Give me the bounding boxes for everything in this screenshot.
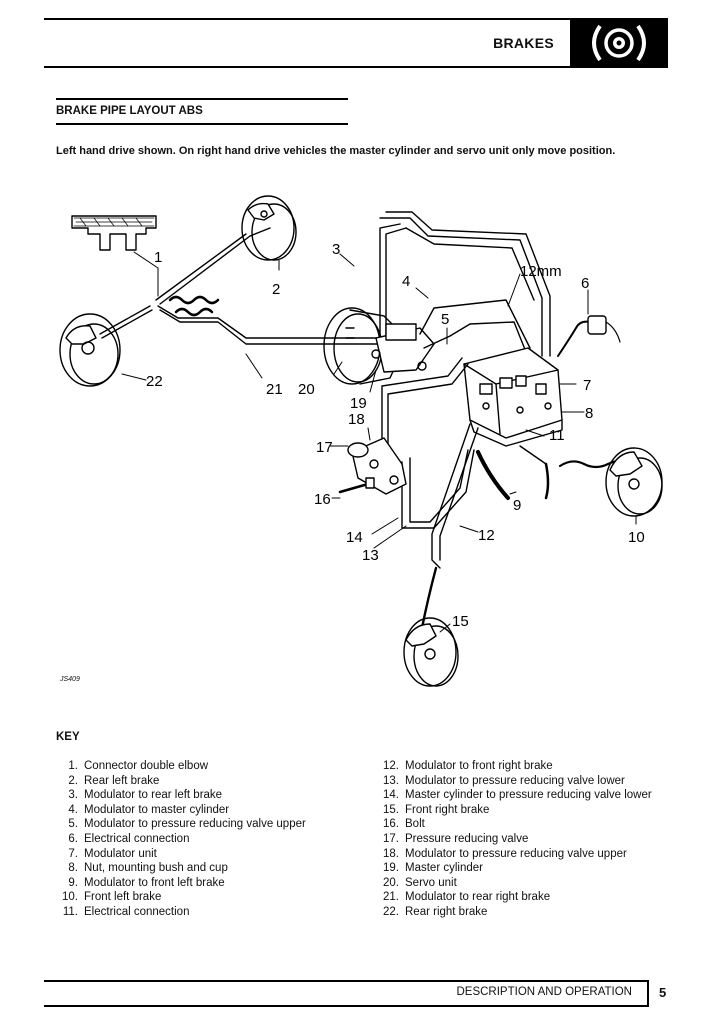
key-item: 18.Modulator to pressure reducing valve … <box>383 847 627 860</box>
footer-top-rule <box>44 980 648 982</box>
section-rule-top <box>56 98 348 100</box>
callout-4: 4 <box>402 273 410 290</box>
callout-2: 2 <box>272 281 280 298</box>
key-item: 16.Bolt <box>383 818 425 831</box>
callout-3: 3 <box>332 241 340 258</box>
key-item: 5.Modulator to pressure reducing valve u… <box>68 818 306 831</box>
page-header-title: BRAKES <box>493 35 554 51</box>
section-rule-bottom <box>56 123 348 125</box>
connector-double-elbow-drawing <box>71 215 157 251</box>
key-item: 19.Master cylinder <box>383 862 483 875</box>
callout-13: 13 <box>362 547 379 564</box>
key-item: 10.Front left brake <box>62 891 162 904</box>
key-item: 21.Modulator to rear right brake <box>383 891 551 904</box>
footer-bottom-rule <box>44 1005 648 1007</box>
key-item: 11.Electrical connection <box>62 905 190 918</box>
page-number: 5 <box>659 985 667 1000</box>
callout-6: 6 <box>581 275 589 292</box>
key-item: 1.Connector double elbow <box>68 760 209 772</box>
key-list-left: 1.Connector double elbow 2.Rear left bra… <box>56 759 376 920</box>
rear-right-brake-drawing <box>59 313 121 387</box>
callout-10: 10 <box>628 529 645 546</box>
master-cylinder-drawing <box>371 323 435 373</box>
key-heading: KEY <box>56 731 80 743</box>
key-item: 15.Front right brake <box>383 803 490 816</box>
callout-12: 12 <box>478 527 495 544</box>
pressure-reducing-valve-drawing <box>347 437 407 495</box>
header-bottom-rule <box>44 66 668 68</box>
footer-divider <box>647 980 649 1007</box>
callout-21: 21 <box>266 381 283 398</box>
key-item: 9.Modulator to front left brake <box>68 876 225 889</box>
key-item: 3.Modulator to rear left brake <box>68 789 223 802</box>
brake-pipe-diagram: 1 2 3 4 5 6 7 8 9 10 11 12 12mm 13 14 15… <box>59 195 663 687</box>
callout-14: 14 <box>346 529 363 546</box>
callout-17: 17 <box>316 439 333 456</box>
brake-disc-icon <box>570 18 668 68</box>
callout-7: 7 <box>583 377 591 394</box>
key-item: 12.Modulator to front right brake <box>383 760 553 772</box>
key-item: 7.Modulator unit <box>68 847 157 860</box>
bolt-drawing <box>338 477 375 494</box>
intro-text: Left hand drive shown. On right hand dri… <box>56 145 616 157</box>
electrical-connection-drawing <box>557 315 621 357</box>
callout-8: 8 <box>585 405 593 422</box>
callout-16: 16 <box>314 491 331 508</box>
callout-5: 5 <box>441 311 449 328</box>
callout-9: 9 <box>513 497 521 514</box>
callout-22: 22 <box>146 373 163 390</box>
footer-section-title: DESCRIPTION AND OPERATION <box>456 986 632 998</box>
callout-18: 18 <box>348 411 365 428</box>
rear-left-brake-drawing <box>241 195 297 261</box>
key-item: 4.Modulator to master cylinder <box>68 803 230 816</box>
key-item: 6.Electrical connection <box>68 832 190 845</box>
front-left-brake-drawing <box>605 447 663 517</box>
key-item: 2.Rear left brake <box>68 774 160 787</box>
figure-reference: JS409 <box>60 676 80 683</box>
callout-11: 11 <box>549 427 565 444</box>
key-item: 20.Servo unit <box>383 876 457 889</box>
callout-12mm: 12mm <box>520 263 562 280</box>
key-item: 17.Pressure reducing valve <box>383 832 529 845</box>
key-item: 14.Master cylinder to pressure reducing … <box>383 789 652 802</box>
header-top-rule <box>44 18 668 20</box>
key-item: 8.Nut, mounting bush and cup <box>68 862 228 875</box>
key-list-right: 12.Modulator to front right brake 13.Mod… <box>376 759 706 920</box>
front-right-brake-drawing <box>403 617 459 687</box>
key-item: 13.Modulator to pressure reducing valve … <box>383 774 625 787</box>
callout-20: 20 <box>298 381 315 398</box>
callout-15: 15 <box>452 613 469 630</box>
callout-1: 1 <box>154 249 162 266</box>
callout-19: 19 <box>350 395 367 412</box>
section-title: BRAKE PIPE LAYOUT ABS <box>56 105 203 117</box>
modulator-unit-drawing <box>463 347 563 447</box>
key-item: 22.Rear right brake <box>383 905 488 918</box>
